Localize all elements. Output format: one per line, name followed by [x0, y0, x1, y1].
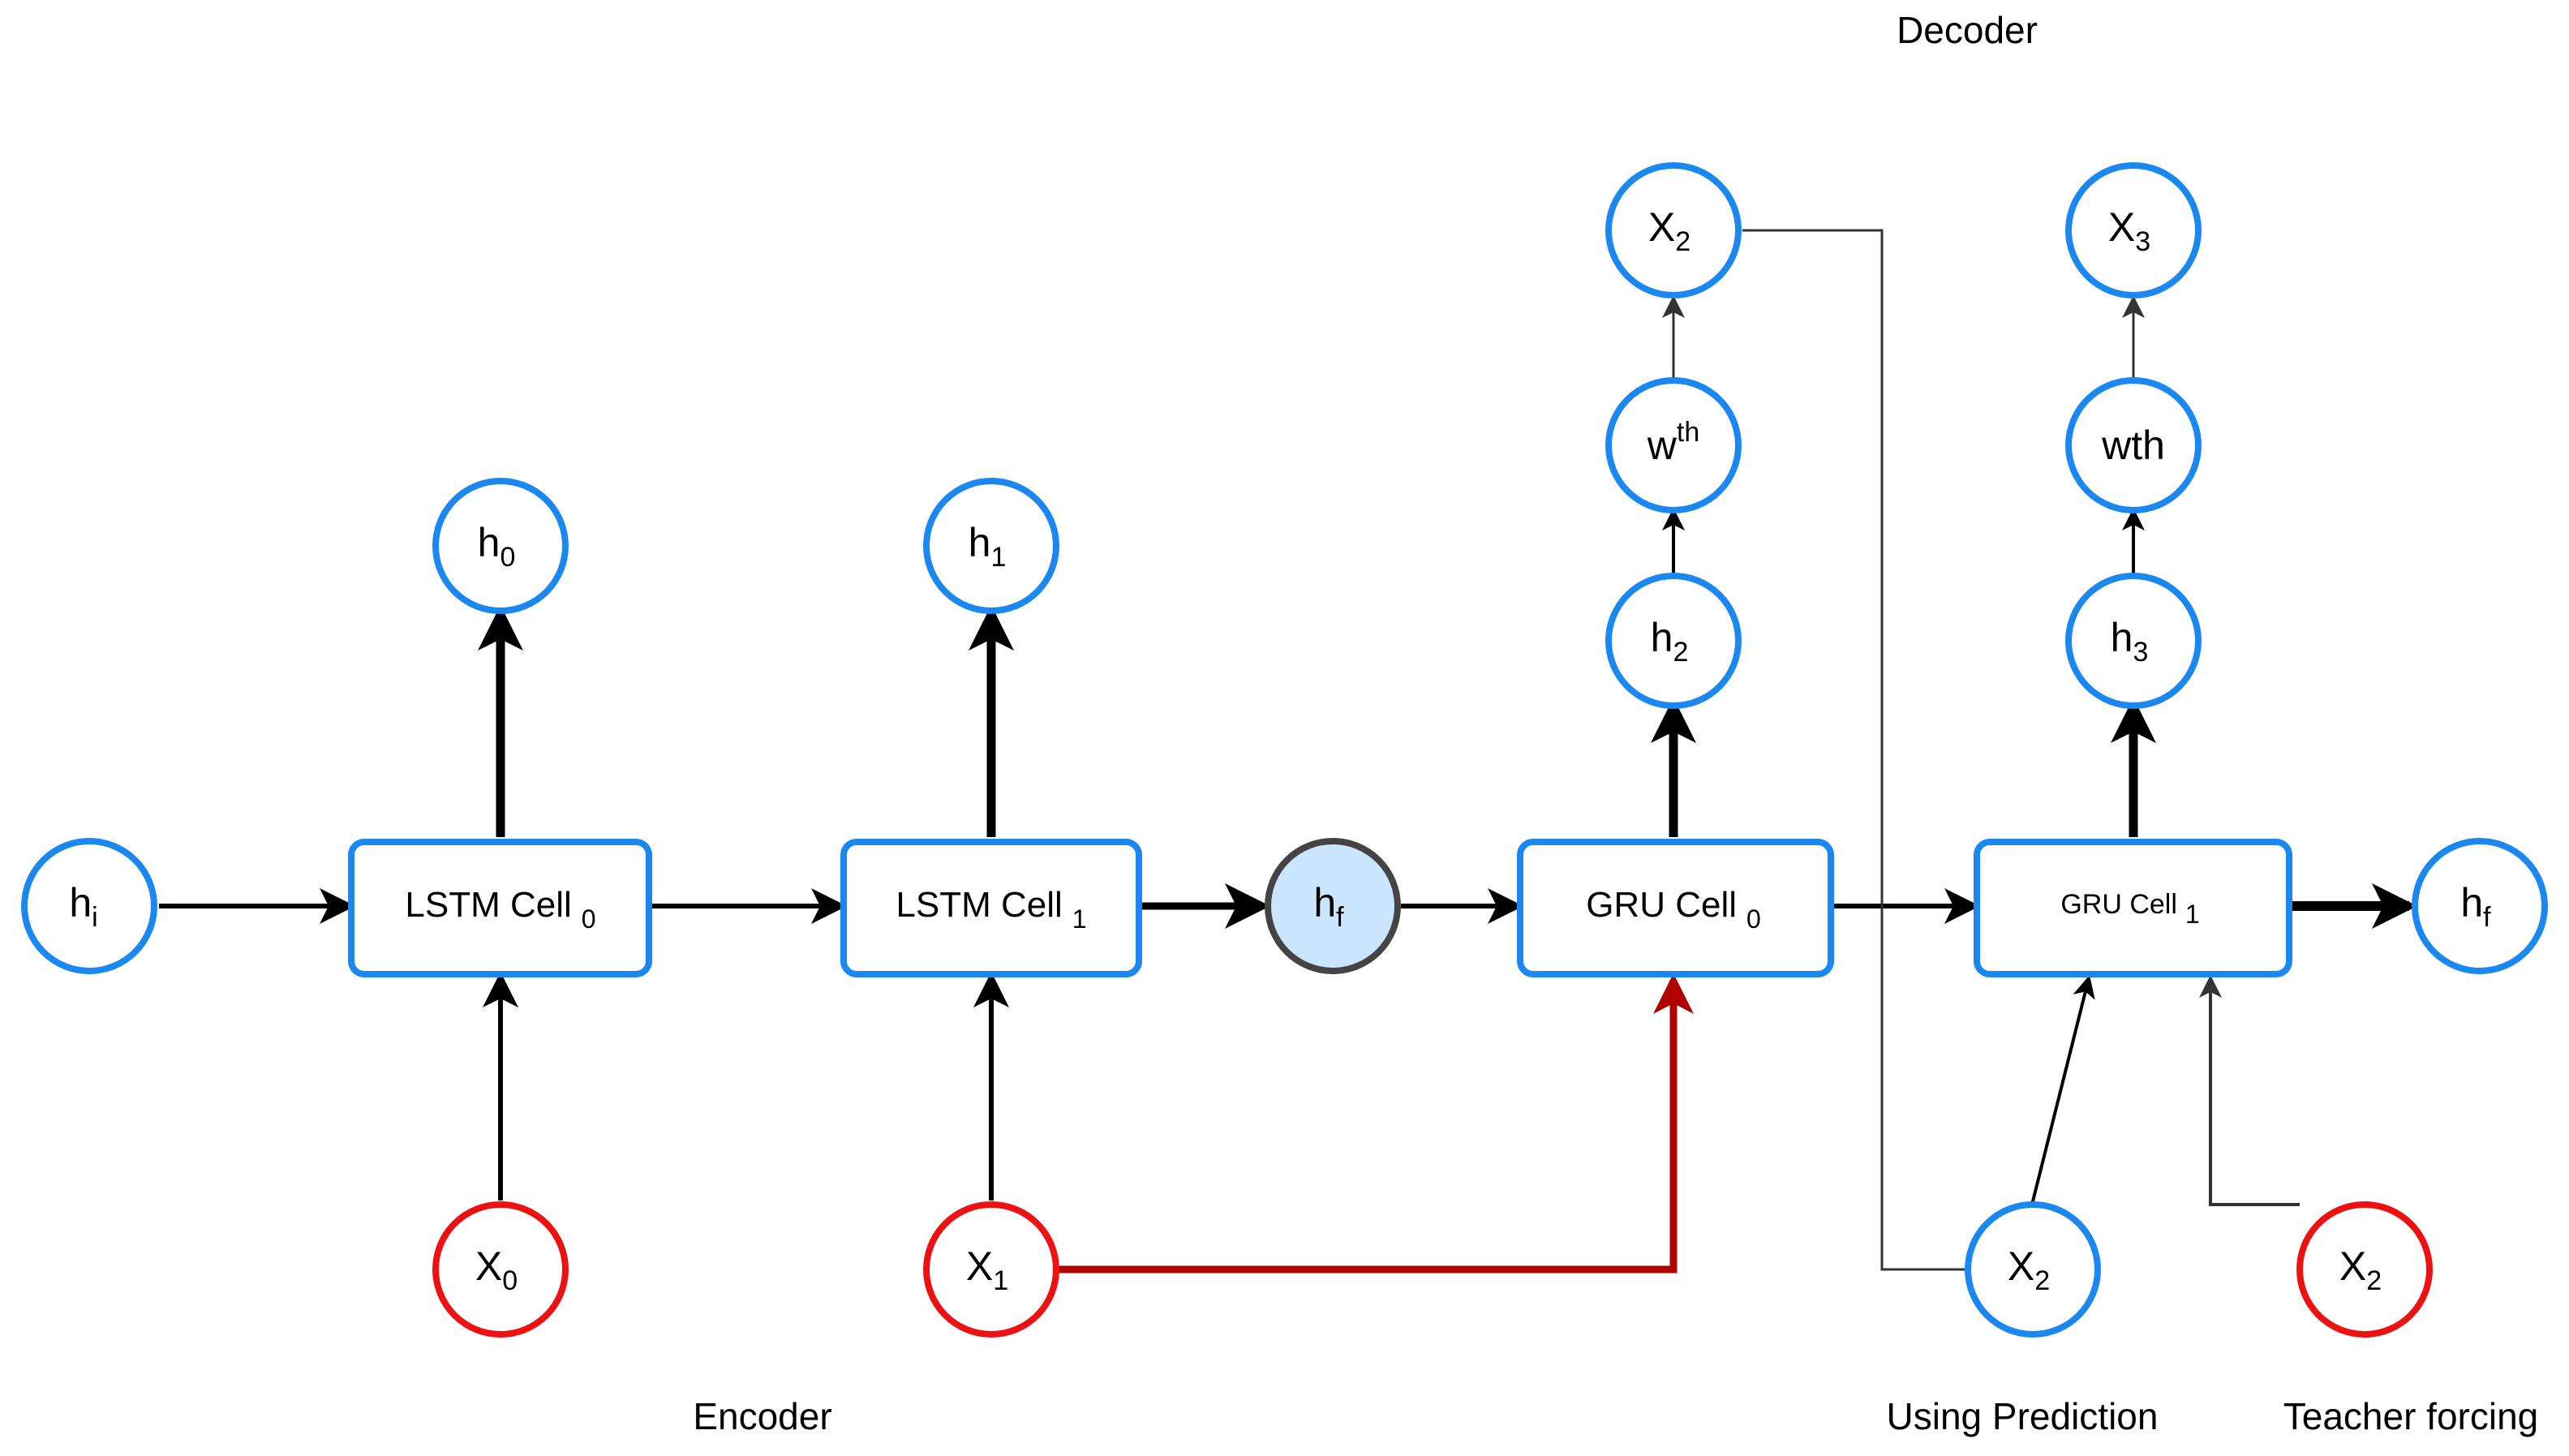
- node-wth-1-text: wth: [2101, 423, 2165, 468]
- edge-x2teacher-gru1: [2199, 975, 2300, 1206]
- connectors: [159, 229, 2417, 1273]
- node-hf-end: hf: [2412, 838, 2548, 974]
- node-x2-pred-sub: 2: [2034, 1265, 2050, 1296]
- node-hf-mid-base: h: [1313, 880, 1336, 926]
- node-x3-out-sub: 3: [2135, 226, 2150, 257]
- node-h3-sub: 3: [2133, 637, 2148, 668]
- node-x1-sub: 1: [993, 1265, 1008, 1296]
- svg-text:h3: h3: [2111, 615, 2149, 668]
- node-wth-0: wth: [1605, 377, 1742, 513]
- svg-text:X2: X2: [1648, 204, 1690, 257]
- node-hf-mid: hf: [1265, 838, 1401, 974]
- node-hi-base: h: [69, 880, 92, 926]
- node-h1-base: h: [969, 520, 991, 565]
- node-h3-base: h: [2111, 615, 2133, 660]
- caption-teacher-forcing: Teacher forcing: [2283, 1395, 2539, 1437]
- edge-x1-gru0-red: [1055, 973, 1694, 1273]
- node-wth-1: wth: [2065, 377, 2202, 513]
- node-h1-sub: 1: [990, 542, 1006, 573]
- svg-text:X2: X2: [2008, 1243, 2050, 1296]
- gru-cell-0-label: GRU Cell: [1586, 885, 1737, 925]
- node-x2-out-base: X: [1648, 204, 1675, 250]
- node-h1: h1: [923, 478, 1059, 614]
- node-x0: X0: [432, 1201, 569, 1338]
- node-x0-base: X: [475, 1243, 502, 1289]
- node-hi-sub: i: [92, 902, 98, 933]
- node-x1-base: X: [966, 1243, 993, 1289]
- node-h0: h0: [432, 478, 569, 614]
- node-x2-teacher-sub: 2: [2366, 1265, 2382, 1296]
- svg-text:X2: X2: [2339, 1243, 2382, 1296]
- svg-text:h2: h2: [1651, 615, 1689, 668]
- svg-text:h0: h0: [478, 520, 516, 573]
- lstm-cell-0-label: LSTM Cell: [405, 885, 571, 925]
- node-h0-sub: 0: [500, 542, 515, 573]
- node-x2-pred-base: X: [2008, 1243, 2034, 1289]
- svg-text:X0: X0: [475, 1243, 518, 1296]
- node-wth-0-sup: th: [1677, 417, 1699, 448]
- svg-text:hf: hf: [2460, 880, 2491, 933]
- node-x3-out-base: X: [2108, 204, 2135, 250]
- node-x1: X1: [923, 1201, 1059, 1338]
- node-x2-teacher: X2: [2296, 1201, 2433, 1338]
- svg-text:hi: hi: [69, 880, 97, 933]
- gru-cell-0: GRU Cell 0: [1517, 839, 1834, 977]
- gru-cell-1-label: GRU Cell: [2060, 889, 2177, 920]
- lstm-cell-1: LSTM Cell 1: [840, 839, 1142, 977]
- gru-cell-1-sub: 1: [2185, 900, 2200, 929]
- node-h0-base: h: [478, 520, 500, 565]
- node-hf-mid-sub: f: [1336, 902, 1344, 933]
- caption-decoder: Decoder: [1897, 9, 2038, 51]
- svg-text:h1: h1: [969, 520, 1007, 573]
- lstm-cell-1-sub: 1: [1072, 904, 1087, 934]
- node-h2-sub: 2: [1673, 637, 1688, 668]
- node-hi: hi: [21, 838, 157, 974]
- node-hf-end-sub: f: [2483, 902, 2491, 933]
- node-x2-teacher-base: X: [2339, 1243, 2366, 1289]
- lstm-cell-0-sub: 0: [582, 904, 596, 934]
- svg-text:hf: hf: [1313, 880, 1344, 933]
- gru-cell-1: GRU Cell 1: [1974, 839, 2292, 977]
- node-h3: h3: [2065, 573, 2202, 709]
- node-hf-end-base: h: [2460, 880, 2483, 926]
- caption-encoder: Encoder: [693, 1395, 831, 1437]
- lstm-cell-0: LSTM Cell 0: [348, 839, 652, 977]
- lstm-cell-1-label: LSTM Cell: [896, 885, 1062, 925]
- node-x0-sub: 0: [502, 1265, 518, 1296]
- node-x2-prediction: X2: [1965, 1201, 2101, 1338]
- node-wth-0-base: w: [1647, 423, 1678, 468]
- caption-using-prediction: Using Prediction: [1887, 1395, 2159, 1437]
- node-x3-out: X3: [2065, 162, 2202, 299]
- node-h2-base: h: [1651, 615, 1673, 660]
- svg-text:X1: X1: [966, 1243, 1008, 1296]
- node-h2: h2: [1605, 573, 1742, 709]
- node-x2-out: X2: [1605, 162, 1742, 299]
- gru-cell-0-sub: 0: [1746, 904, 1761, 934]
- edge-x2pred-gru1: [2030, 975, 2095, 1205]
- svg-text:X3: X3: [2108, 204, 2150, 257]
- node-x2-out-sub: 2: [1675, 226, 1690, 257]
- edge-x2out-x2pred: [1742, 229, 1967, 1271]
- svg-text:wth: wth: [1647, 417, 1699, 468]
